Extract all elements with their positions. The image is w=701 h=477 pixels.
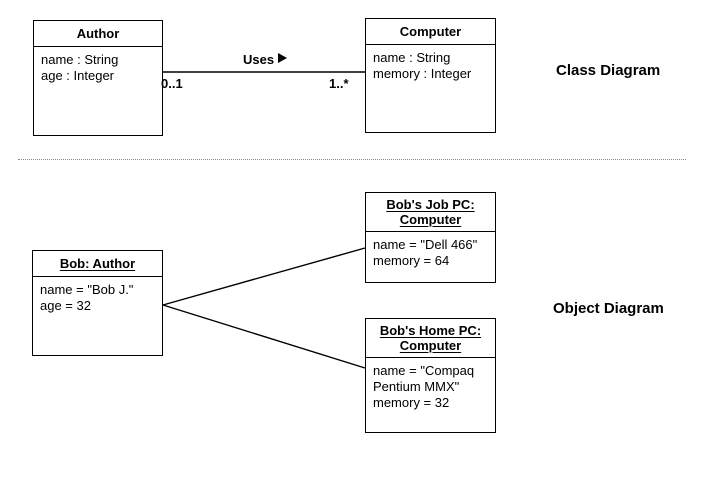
association-label: Uses	[243, 52, 288, 67]
association-label-text: Uses	[243, 52, 275, 67]
right-triangle-icon	[278, 53, 288, 63]
link-line-bob-jobpc	[162, 247, 366, 306]
slot-row: memory = 64	[373, 253, 450, 268]
attribute-row: age : Integer	[41, 68, 114, 83]
caption-object-diagram: Object Diagram	[553, 300, 664, 317]
class-name-computer: Computer	[366, 19, 495, 45]
multiplicity-source: 0..1	[161, 76, 183, 91]
class-name-text: Computer	[399, 24, 462, 39]
slot-row: memory = 32	[373, 395, 450, 410]
object-name-home-pc: Bob's Home PC: Computer	[366, 319, 495, 358]
class-box-computer[interactable]: Computer name : String memory : Integer	[365, 18, 496, 133]
slot-row: age = 32	[40, 298, 91, 313]
multiplicity-target: 1..*	[329, 76, 349, 91]
slot-row: name = "Dell 466"	[373, 237, 478, 252]
object-name-line: Bob's Job PC:	[386, 197, 475, 212]
caption-class-diagram: Class Diagram	[556, 62, 661, 79]
link-line-bob-homepc	[162, 304, 366, 369]
attribute-row: name : String	[41, 52, 119, 67]
object-name-job-pc: Bob's Job PC: Computer	[366, 193, 495, 232]
object-name-line: Bob's Home PC:	[379, 323, 482, 338]
class-attributes-author: name : String age : Integer	[34, 47, 162, 84]
object-name-line: Computer	[399, 212, 462, 227]
object-slots-job-pc: name = "Dell 466" memory = 64	[366, 232, 495, 269]
object-box-bob[interactable]: Bob: Author name = "Bob J." age = 32	[32, 250, 163, 356]
object-box-job-pc[interactable]: Bob's Job PC: Computer name = "Dell 466"…	[365, 192, 496, 283]
object-name-bob: Bob: Author	[33, 251, 162, 277]
slot-row: name = "Compaq Pentium MMX"	[373, 363, 475, 394]
attribute-row: memory : Integer	[373, 66, 472, 81]
class-name-text: Author	[76, 26, 120, 41]
section-divider	[18, 159, 686, 160]
slot-row: name = "Bob J."	[40, 282, 134, 297]
object-slots-home-pc: name = "Compaq Pentium MMX" memory = 32	[366, 358, 495, 411]
class-name-author: Author	[34, 21, 162, 47]
object-box-home-pc[interactable]: Bob's Home PC: Computer name = "Compaq P…	[365, 318, 496, 433]
object-slots-bob: name = "Bob J." age = 32	[33, 277, 162, 314]
object-name-line: Computer	[399, 338, 462, 353]
class-box-author[interactable]: Author name : String age : Integer	[33, 20, 163, 136]
class-attributes-computer: name : String memory : Integer	[366, 45, 495, 82]
object-name-line: Bob: Author	[59, 256, 136, 271]
attribute-row: name : String	[373, 50, 451, 65]
